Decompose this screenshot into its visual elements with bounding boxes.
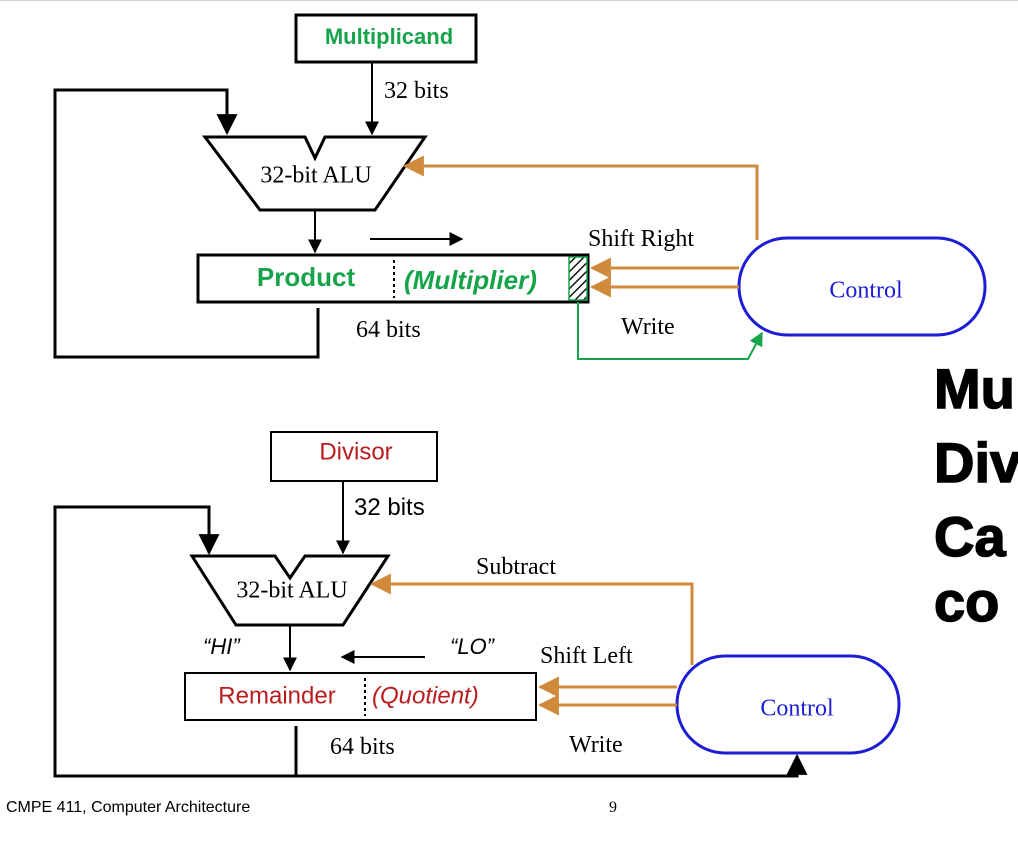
- divide-alu-label: 32-bit ALU: [236, 578, 347, 604]
- multiply-top-bits-label: 32 bits: [384, 78, 449, 104]
- multiply-alu-control-signal: [402, 155, 759, 240]
- multiply-control-label: Control: [829, 278, 903, 304]
- subtract-label: Subtract: [476, 554, 556, 580]
- multiplicand-box: [294, 13, 478, 64]
- footer-page-number: 9: [609, 799, 617, 816]
- quotient-label: (Quotient): [372, 682, 479, 709]
- multiply-feedback-loop: [53, 88, 320, 359]
- multiplicand-label: Multiplicand: [325, 24, 453, 49]
- subtract-signal: [369, 573, 694, 665]
- divide-top-bits-label: 32 bits: [354, 494, 425, 521]
- multiplier-lsb-hatch: [568, 256, 588, 301]
- divisor-label: Divisor: [319, 438, 392, 465]
- divide-alu-shape: [189, 554, 391, 627]
- multiply-write-label: Write: [621, 314, 675, 340]
- shift-right-label: Shift Right: [588, 226, 694, 252]
- divide-bottom-bits-label: 64 bits: [330, 734, 395, 760]
- side-title: Mu Div Ca co: [933, 356, 1018, 634]
- side-title-line-2: Div: [934, 431, 1018, 494]
- side-title-line-1: Mu: [934, 357, 1015, 420]
- divide-diagram: Divisor 32 bits 32-bit ALU “HI” “LO” Rem…: [53, 431, 901, 778]
- divide-write-label: Write: [569, 732, 623, 758]
- multiply-alu-label: 32-bit ALU: [260, 163, 371, 189]
- remainder-to-control-signal: [296, 753, 808, 778]
- multiply-diagram: Multiplicand 32 bits 32-bit ALU Product …: [53, 13, 987, 360]
- remainder-register-box: [184, 672, 537, 721]
- divide-control-label: Control: [760, 696, 834, 722]
- remainder-label: Remainder: [218, 682, 335, 709]
- side-title-line-3: Ca: [934, 505, 1006, 568]
- side-title-line-4: co: [934, 570, 999, 633]
- hi-label: “HI”: [203, 634, 241, 659]
- multiplier-lsb-to-control-signal: [577, 302, 763, 360]
- lo-label: “LO”: [450, 634, 496, 659]
- shift-left-label: Shift Left: [540, 643, 633, 669]
- product-label: Product: [257, 262, 356, 292]
- multiply-alu-shape: [201, 135, 428, 212]
- multiplier-label: (Multiplier): [404, 265, 537, 295]
- multiply-bottom-bits-label: 64 bits: [356, 317, 421, 343]
- divide-feedback-loop: [53, 505, 298, 778]
- divisor-box: [270, 431, 438, 482]
- footer-course: CMPE 411, Computer Architecture: [6, 799, 250, 816]
